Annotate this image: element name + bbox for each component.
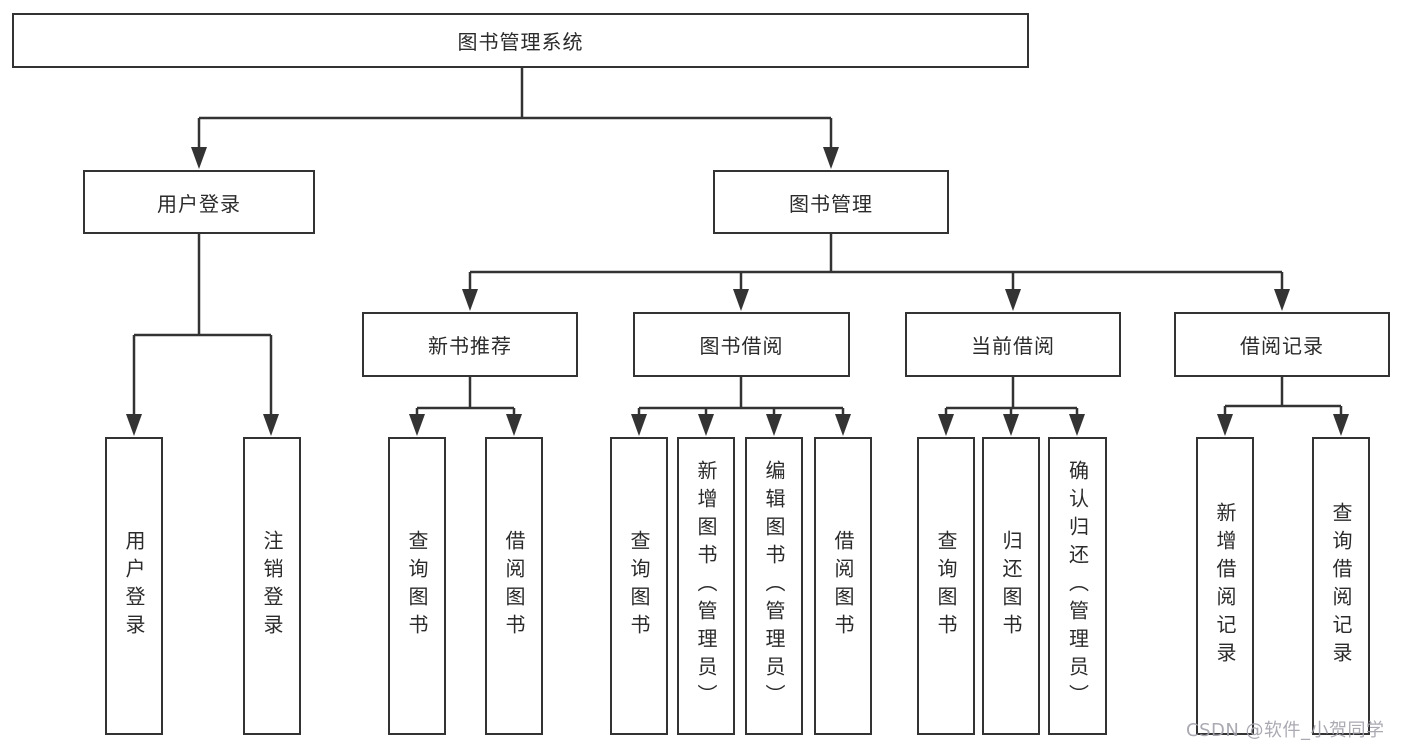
leaf-borrow-books-recommend: 借阅图书	[485, 437, 543, 735]
node-label: 查询图书	[405, 530, 429, 642]
leaf-borrow-books: 借阅图书	[814, 437, 872, 735]
node-label: 借阅记录	[1240, 334, 1324, 358]
leaf-edit-book-admin: 编辑图书（管理员）	[745, 437, 803, 735]
node-label: 新增借阅记录	[1213, 502, 1237, 670]
leaf-user-login: 用户登录	[105, 437, 163, 735]
node-label: 查询借阅记录	[1329, 502, 1353, 670]
node-label: 注销登录	[260, 530, 284, 642]
arrowheads	[126, 147, 1349, 436]
node-label: 新增图书（管理员）	[694, 460, 718, 712]
connector-current-borrow-children	[944, 377, 1079, 419]
connector-book-borrow-children	[637, 377, 845, 419]
leaf-confirm-return-admin: 确认归还（管理员）	[1048, 437, 1107, 735]
node-label: 借阅图书	[831, 530, 855, 642]
leaf-query-borrow-record: 查询借阅记录	[1312, 437, 1370, 735]
connector-new-book-rec-children	[415, 377, 516, 419]
connector-user-login-children	[132, 234, 273, 418]
leaf-query-books-recommend: 查询图书	[388, 437, 446, 735]
connector-book-mgmt-children	[468, 234, 1284, 293]
node-current-borrowing: 当前借阅	[905, 312, 1121, 377]
node-label: 编辑图书（管理员）	[762, 460, 786, 712]
connector-borrow-records-children	[1223, 377, 1343, 419]
csdn-watermark: CSDN @软件_小贺同学	[1186, 720, 1385, 741]
leaf-logout: 注销登录	[243, 437, 301, 735]
node-label: 归还图书	[999, 530, 1023, 642]
node-label: 新书推荐	[428, 334, 512, 358]
node-label: 查询图书	[627, 530, 651, 642]
node-book-borrowing: 图书借阅	[633, 312, 850, 377]
leaf-return-books: 归还图书	[982, 437, 1040, 735]
node-label: 当前借阅	[971, 334, 1055, 358]
leaf-query-books-borrow: 查询图书	[610, 437, 668, 735]
node-label: 图书借阅	[699, 334, 784, 358]
node-label: 图书管理	[789, 191, 873, 216]
connector-root-to-level2	[197, 68, 833, 152]
node-label: 用户登录	[157, 191, 241, 216]
node-label: 借阅图书	[502, 530, 526, 642]
leaf-add-book-admin: 新增图书（管理员）	[677, 437, 735, 735]
node-label: 确认归还（管理员）	[1065, 460, 1090, 712]
node-label: 图书管理系统	[457, 30, 584, 54]
leaf-add-borrow-record: 新增借阅记录	[1196, 437, 1254, 735]
node-new-book-recommendation: 新书推荐	[362, 312, 578, 377]
node-library-management-system: 图书管理系统	[12, 13, 1029, 68]
node-user-login: 用户登录	[83, 170, 315, 234]
node-label: 用户登录	[122, 530, 146, 642]
node-label: 查询图书	[934, 530, 958, 642]
node-book-management: 图书管理	[713, 170, 949, 234]
leaf-query-books-current: 查询图书	[917, 437, 975, 735]
node-borrowing-records: 借阅记录	[1174, 312, 1390, 377]
